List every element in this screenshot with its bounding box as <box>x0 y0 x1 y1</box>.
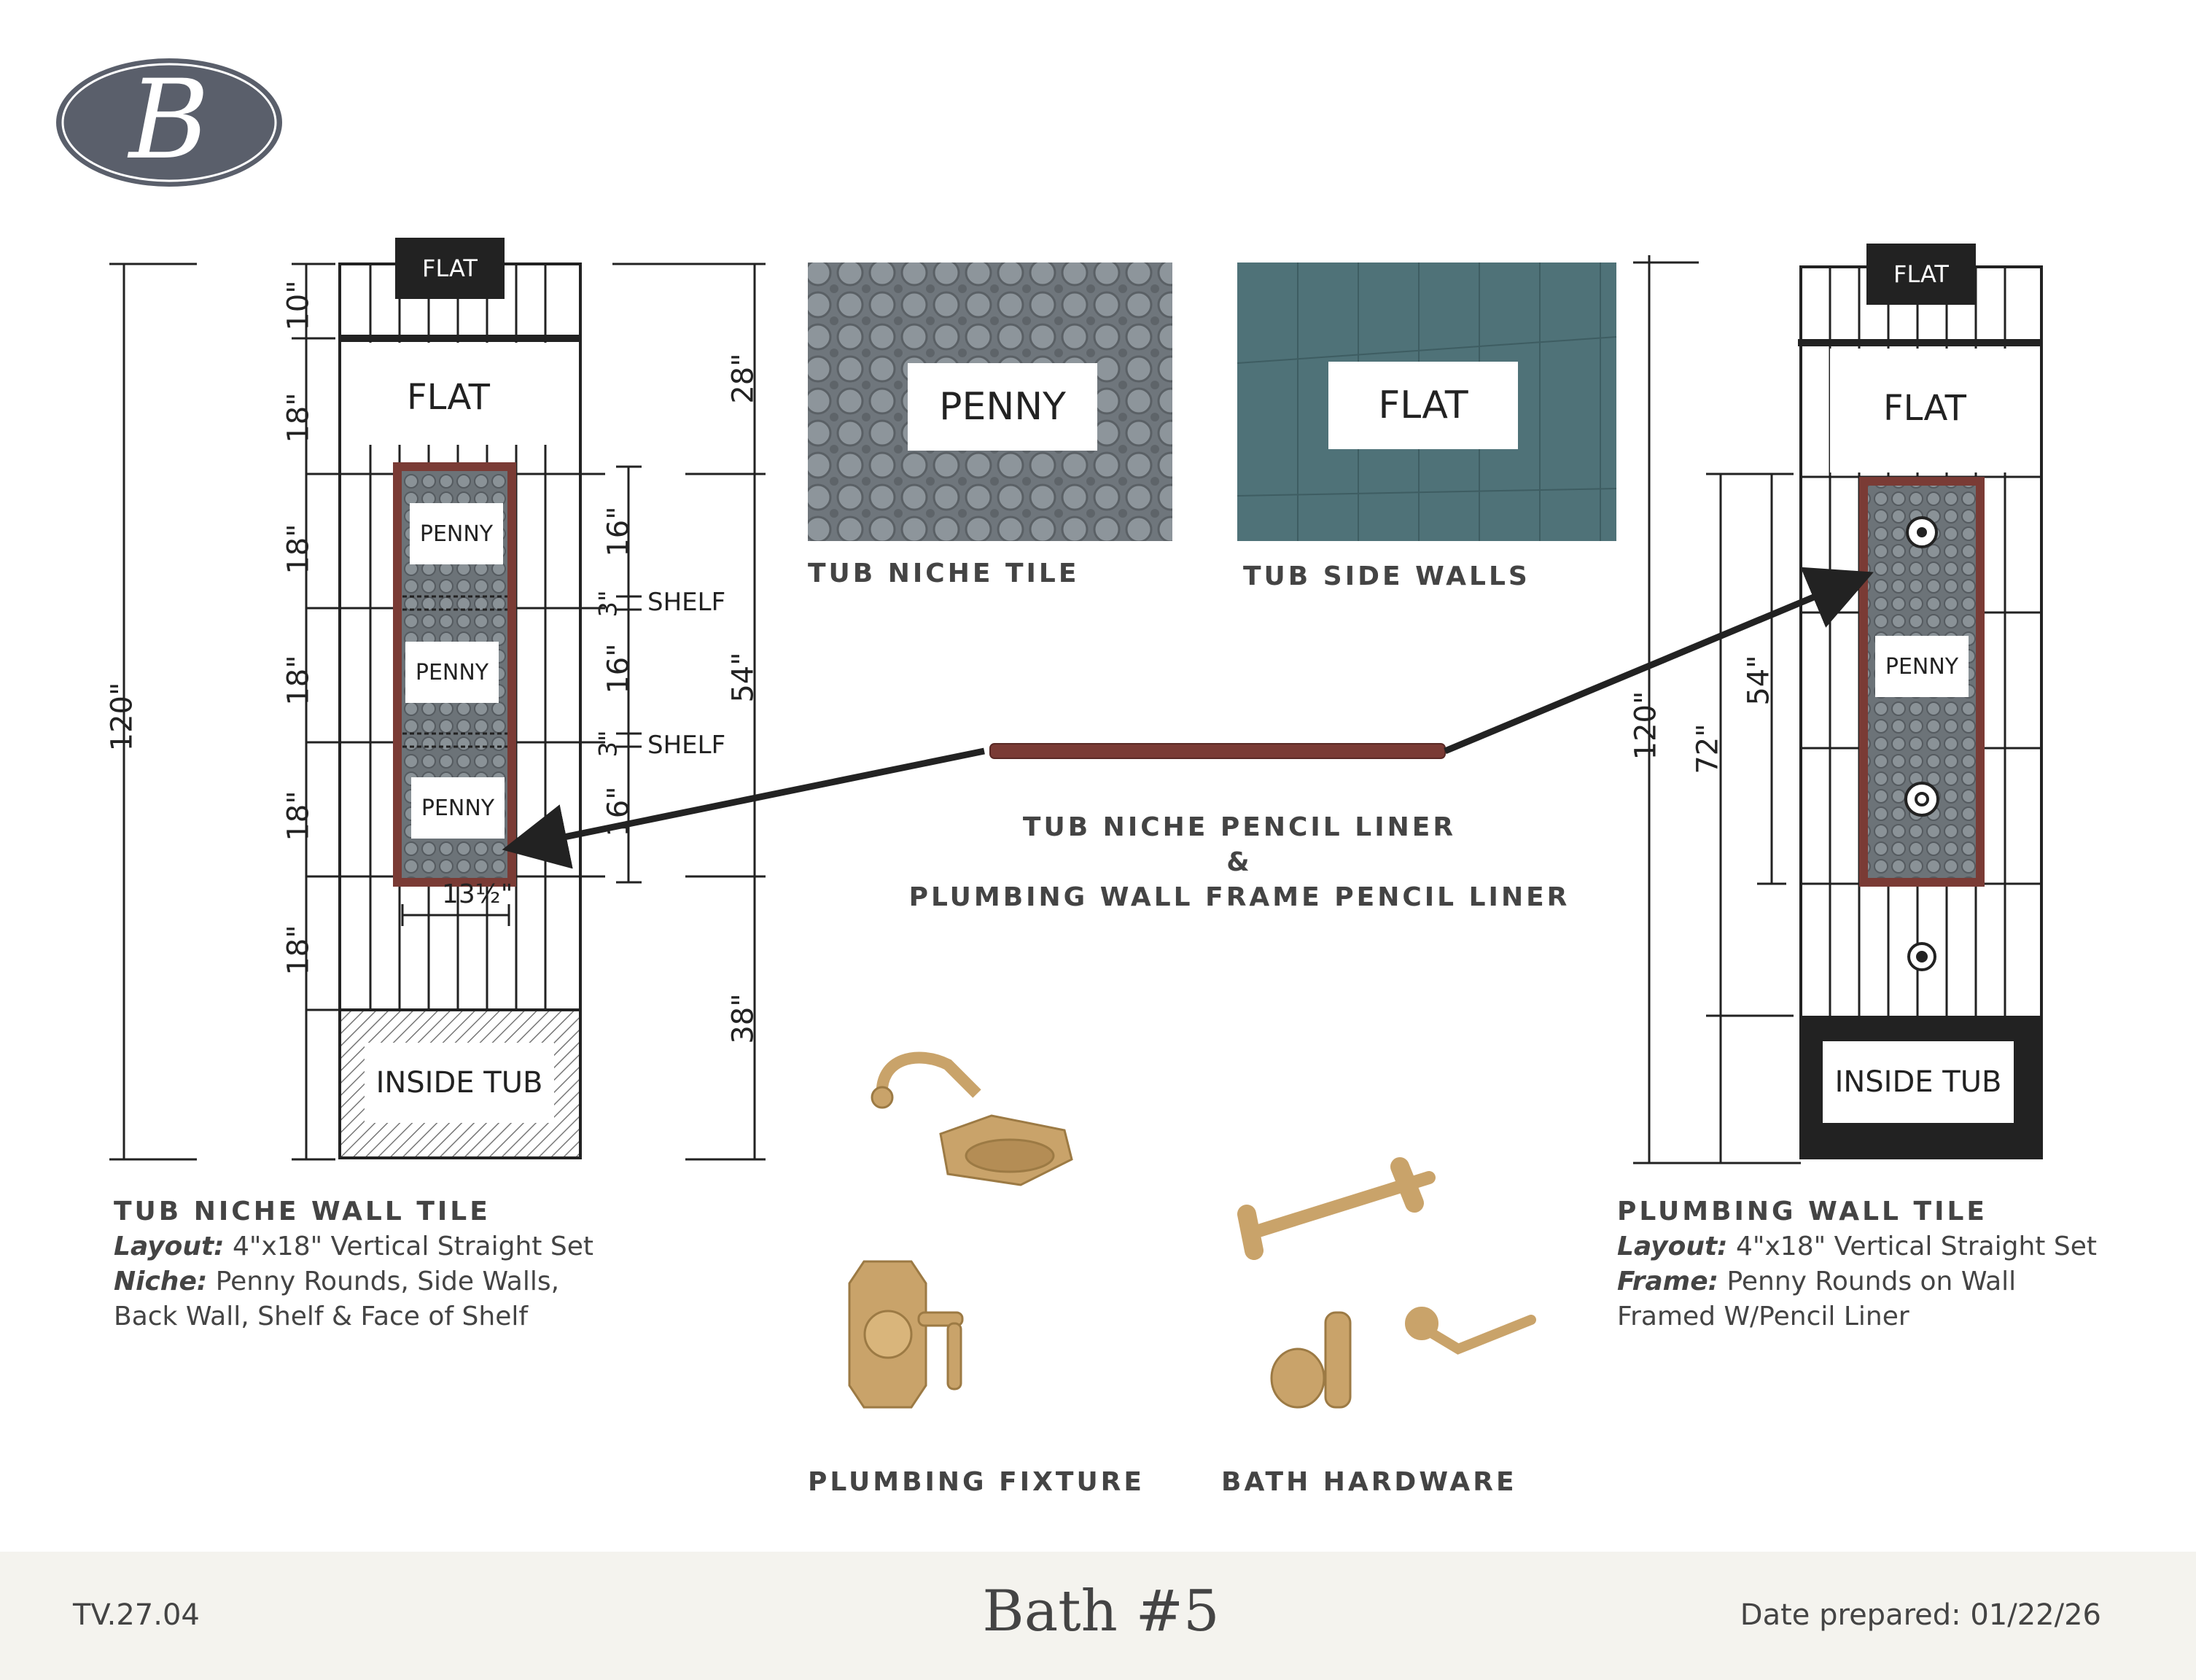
right-desc-frame-val2: Framed W/Pencil Liner <box>1617 1302 1909 1331</box>
niche-dim-2: 3" <box>593 590 623 618</box>
arrow-to-frame <box>1444 567 1874 755</box>
left-right-dim-2: 54" <box>726 652 760 703</box>
valve-trim-image <box>848 1260 964 1409</box>
left-desc-title: TUB NICHE WALL TILE <box>114 1197 491 1226</box>
left-dim-3: 18" <box>281 524 316 575</box>
left-desc-niche-val2: Back Wall, Shelf & Face of Shelf <box>114 1302 529 1331</box>
niche-dim-4: 3" <box>593 730 623 758</box>
left-dim-4: 18" <box>281 655 316 706</box>
penny-swatch-tag: PENNY <box>908 363 1097 451</box>
bath-hardware-label: BATH HARDWARE <box>1221 1467 1517 1497</box>
shelf-label-2: SHELF <box>647 731 726 760</box>
shelf-label-1: SHELF <box>647 588 726 617</box>
towel-bar-image <box>1237 1157 1436 1260</box>
pencil-liner-sample <box>989 743 1446 759</box>
right-dim-54: 54" <box>1742 655 1776 706</box>
right-desc-layout-key: Layout: <box>1617 1232 1728 1261</box>
footer-bar <box>0 1552 2196 1680</box>
right-flat-band: FLAT <box>1837 372 2012 445</box>
logo-letter: B <box>127 57 209 184</box>
left-niche-penny-2: PENNY <box>405 642 499 703</box>
left-desc-niche-val: Penny Rounds, Side Walls, <box>215 1267 560 1296</box>
right-desc-layout-val: 4"x18" Vertical Straight Set <box>1736 1232 2097 1261</box>
footer-date: Date prepared: 01/22/26 <box>1740 1598 2101 1632</box>
right-top-cap: FLAT <box>1866 244 1976 305</box>
left-desc-niche-key: Niche: <box>114 1267 208 1296</box>
left-flat-band: FLAT <box>365 365 532 430</box>
right-desc-frame-val: Penny Rounds on Wall <box>1726 1267 2017 1296</box>
liner-caption-3: PLUMBING WALL FRAME PENCIL LINER <box>908 882 1570 912</box>
paper-holder-image <box>1405 1307 1536 1355</box>
footer-code: TV.27.04 <box>73 1598 200 1632</box>
left-right-dim-3: 38" <box>726 993 760 1044</box>
niche-dim-3: 16" <box>601 643 636 694</box>
left-overall-dim: 120" <box>105 682 139 752</box>
footer-title: Bath #5 <box>982 1579 1220 1644</box>
right-dim-120: 120" <box>1629 691 1663 761</box>
arrow-to-niche <box>502 747 985 869</box>
left-niche-penny-3: PENNY <box>411 777 505 839</box>
left-top-cap: FLAT <box>395 238 505 299</box>
right-penny-tag: PENNY <box>1875 636 1969 697</box>
plumbing-fixture-label: PLUMBING FIXTURE <box>808 1467 1145 1497</box>
robe-hook-image <box>1270 1311 1352 1409</box>
right-description: PLUMBING WALL TILE Layout: 4"x18" Vertic… <box>1617 1194 2097 1334</box>
flat-swatch-tag: FLAT <box>1328 362 1518 449</box>
right-desc-frame-key: Frame: <box>1617 1267 1719 1296</box>
left-inside-tub: INSIDE TUB <box>365 1043 554 1123</box>
niche-dim-5: 16" <box>601 786 636 837</box>
tub-niche-tile-label: TUB NICHE TILE <box>808 559 1080 588</box>
left-niche-penny-1: PENNY <box>410 503 503 564</box>
left-dim-5: 18" <box>281 790 316 841</box>
right-desc-title: PLUMBING WALL TILE <box>1617 1197 1987 1226</box>
liner-caption-1: TUB NICHE PENCIL LINER <box>1022 812 1457 842</box>
left-right-dim-1: 28" <box>726 353 760 404</box>
left-dim-6: 18" <box>281 925 316 976</box>
left-dim-2: 18" <box>281 392 316 443</box>
left-dim-1: 10" <box>281 280 316 331</box>
liner-caption-2: & <box>1226 847 1253 877</box>
left-desc-layout-val: 4"x18" Vertical Straight Set <box>233 1232 593 1261</box>
tub-side-walls-label: TUB SIDE WALLS <box>1243 561 1530 591</box>
right-dim-72: 72" <box>1691 723 1725 774</box>
shower-head-image <box>871 1051 1073 1186</box>
left-description: TUB NICHE WALL TILE Layout: 4"x18" Verti… <box>114 1194 593 1334</box>
brand-logo: B <box>56 57 282 187</box>
left-desc-layout-key: Layout: <box>114 1232 225 1261</box>
niche-width-dim: 13½" <box>442 879 513 909</box>
niche-dim-1: 16" <box>601 506 636 557</box>
right-inside-tub: INSIDE TUB <box>1823 1041 2014 1123</box>
